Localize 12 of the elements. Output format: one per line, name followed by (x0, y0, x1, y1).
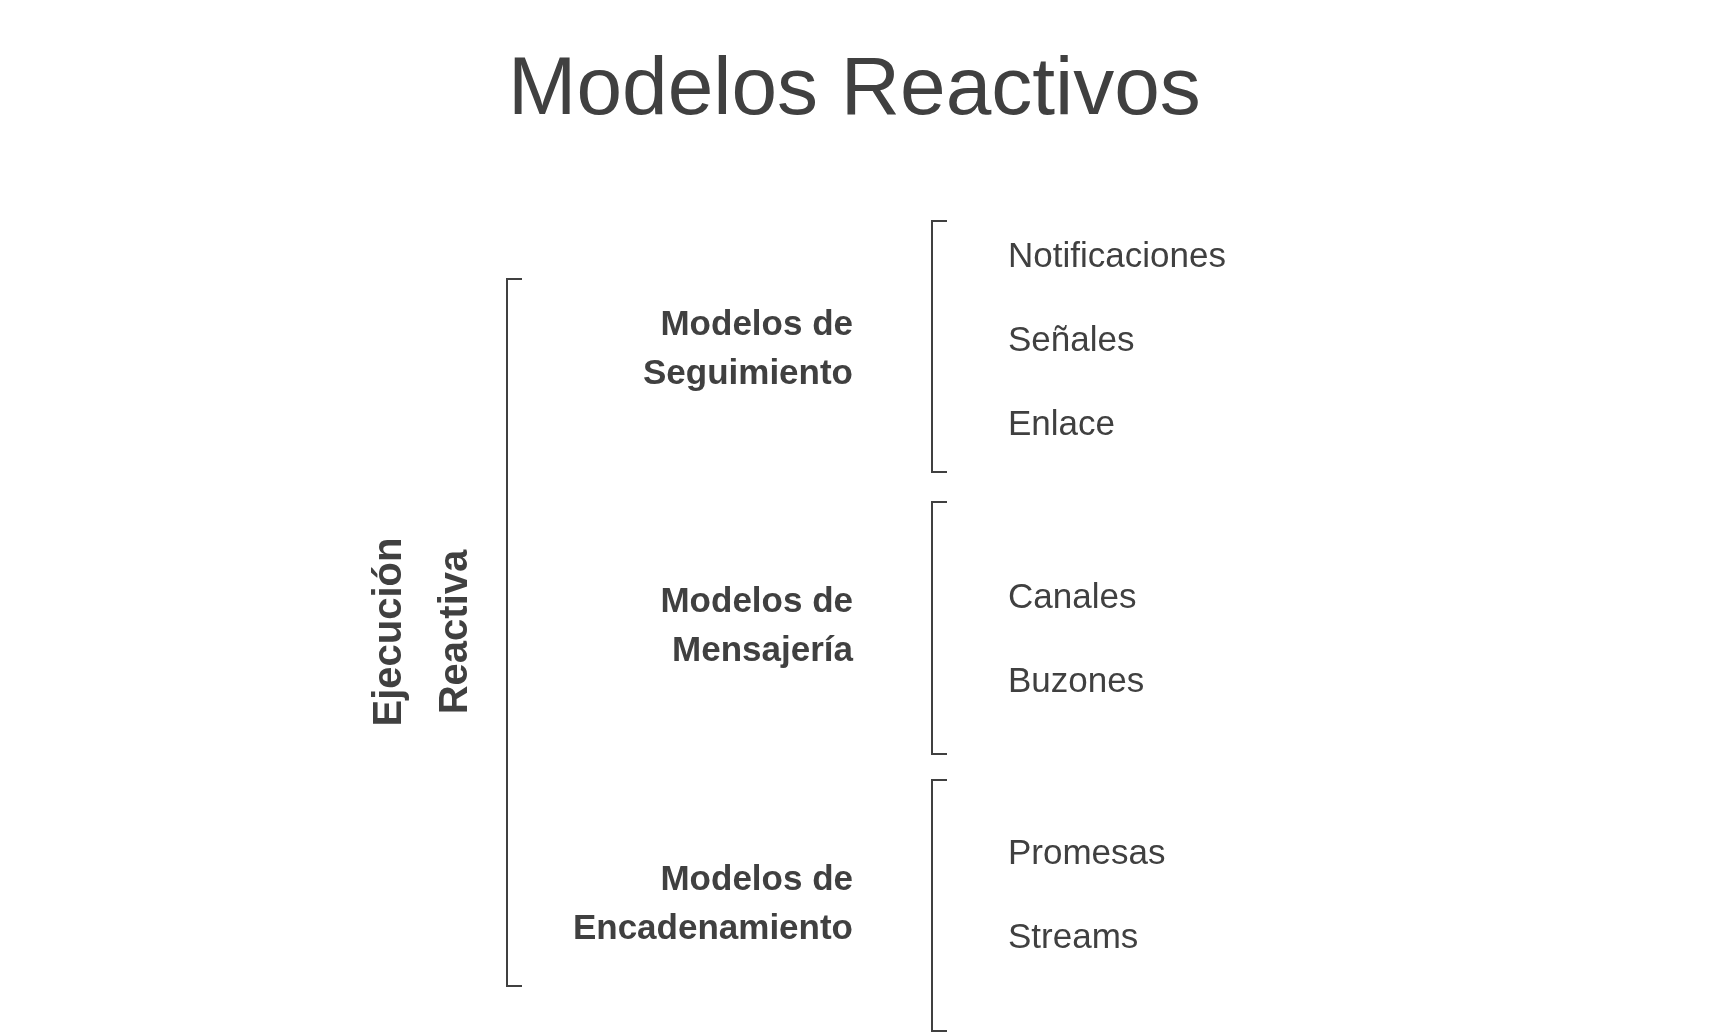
item-label: Streams (1008, 915, 1139, 957)
category-label: Modelos de Mensajería (659, 579, 853, 670)
category-label: Modelos de Encadenamiento (571, 857, 853, 948)
item-label: Señales (1008, 318, 1135, 360)
item-label: Canales (1008, 575, 1137, 617)
title: Modelos Reactivos (507, 39, 1202, 133)
item-label: Promesas (1008, 831, 1166, 873)
category-label: Modelos de Seguimiento (641, 302, 853, 393)
item-label: Buzones (1008, 659, 1145, 701)
item-label: Enlace (1008, 402, 1116, 444)
item-label: Notificaciones (1008, 234, 1226, 276)
group-title: Ejecución Reactiva (364, 536, 476, 729)
